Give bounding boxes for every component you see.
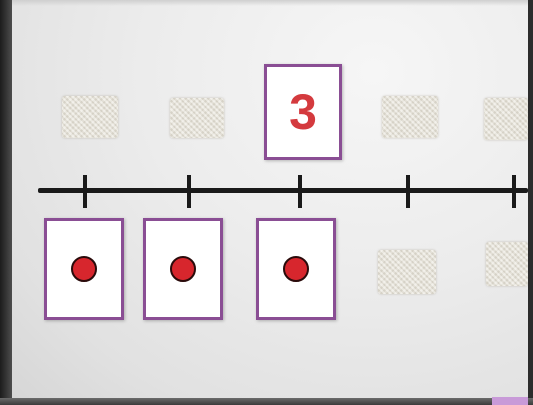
dot-card-1[interactable]: [44, 218, 124, 320]
red-dot: [283, 256, 309, 282]
velcro-patch-top-2: [170, 98, 224, 138]
number-line: [38, 188, 528, 193]
number-line-tick-1: [83, 175, 87, 208]
photo-right-edge: [528, 0, 533, 405]
number-card-value: 3: [289, 84, 317, 140]
number-line-tick-3: [298, 175, 302, 208]
velcro-patch-top-4: [484, 98, 528, 140]
photo-left-edge: [0, 0, 12, 405]
dot-card-2[interactable]: [143, 218, 223, 320]
velcro-patch-top-3: [382, 96, 438, 138]
number-line-tick-4: [406, 175, 410, 208]
board-top-edge: [12, 0, 528, 6]
number-card[interactable]: 3: [264, 64, 342, 160]
red-dot: [71, 256, 97, 282]
velcro-patch-top-1: [62, 96, 118, 138]
number-line-tick-5: [512, 175, 516, 208]
photo-bottom-edge: [0, 398, 533, 405]
number-line-tick-2: [187, 175, 191, 208]
poster-board: [12, 0, 528, 398]
red-dot: [170, 256, 196, 282]
purple-corner-mark: [492, 397, 528, 405]
velcro-patch-bottom-1: [378, 250, 436, 294]
velcro-patch-bottom-2: [486, 242, 528, 286]
dot-card-3[interactable]: [256, 218, 336, 320]
